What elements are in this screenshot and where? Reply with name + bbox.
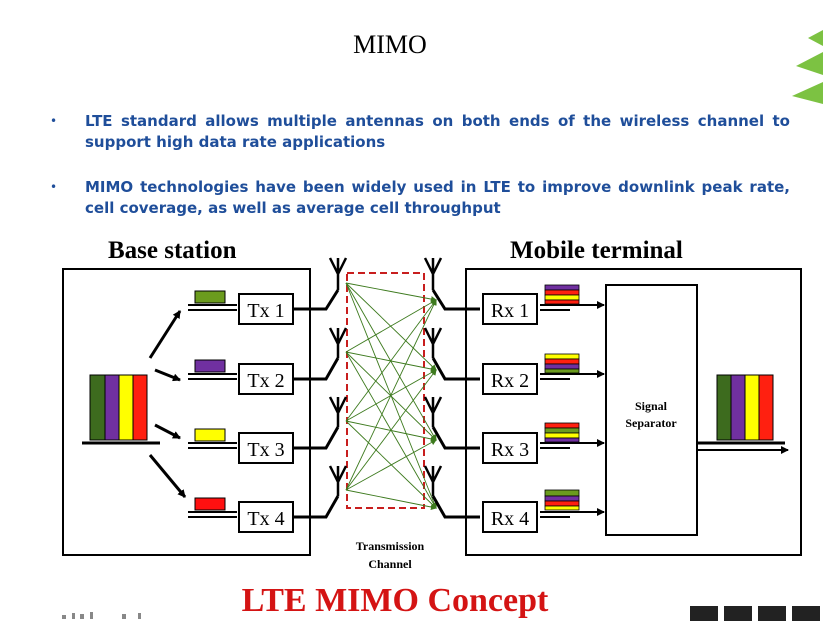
bullet-dot-icon: • <box>50 114 58 128</box>
concept-title: LTE MIMO Concept <box>241 582 549 619</box>
rx-box: Rx 2 <box>482 363 538 395</box>
mobile-terminal-box <box>465 268 802 556</box>
rx-box: Rx 3 <box>482 432 538 464</box>
tx-box: Tx 2 <box>238 363 294 395</box>
signal-separator-line: Signal <box>634 399 667 413</box>
rx-output-arrows <box>540 301 605 518</box>
bullet-text: MIMO technologies have been widely used … <box>85 178 790 217</box>
rx-feed-lines <box>431 289 480 519</box>
tx-feed-lines <box>294 289 340 519</box>
tx-antenna-icon <box>328 257 348 496</box>
bullet-dot-icon: • <box>50 180 58 194</box>
signal-separator-line: Separator <box>625 416 677 430</box>
base-station-heading: Base station <box>108 237 237 264</box>
tx-box: Tx 4 <box>238 501 294 533</box>
base-station-box <box>62 268 311 556</box>
signal-separator-label: Signal Separator <box>605 398 697 432</box>
mobile-terminal-heading: Mobile terminal <box>510 237 683 264</box>
rx-antenna-icon <box>423 257 443 496</box>
logo-swoosh-icon <box>792 30 823 104</box>
transmission-channel-line: Transmission <box>355 539 425 553</box>
transmission-channel-label: Transmission Channel <box>340 537 440 573</box>
tx-box: Tx 3 <box>238 432 294 464</box>
slide-title: MIMO <box>353 30 427 59</box>
rx-box: Rx 4 <box>482 501 538 533</box>
company-logo-icon <box>690 606 820 621</box>
split-arrows <box>148 310 187 498</box>
input-data-stack <box>82 374 160 445</box>
signal-separator-box <box>605 284 698 536</box>
output-data-stack <box>697 374 789 454</box>
tx-box: Tx 1 <box>238 293 294 325</box>
bullet-text: LTE standard allows multiple antennas on… <box>85 112 790 151</box>
transmission-channel-box <box>346 272 425 509</box>
channel-paths <box>345 282 437 510</box>
rx-stream-blocks <box>544 284 580 511</box>
tx-stream-blocks <box>188 290 237 518</box>
transmission-channel-line: Channel <box>368 557 412 571</box>
footer-logo-fragment-icon <box>62 612 141 619</box>
rx-box: Rx 1 <box>482 293 538 325</box>
